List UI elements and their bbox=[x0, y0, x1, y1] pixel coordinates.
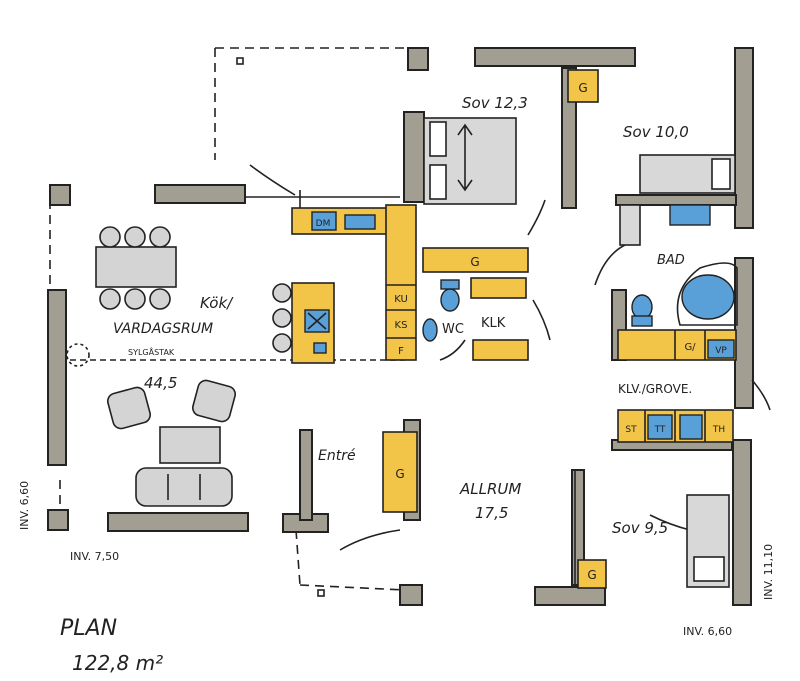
wardrobe-g bbox=[577, 559, 607, 589]
chair bbox=[149, 226, 171, 248]
toilet-tank bbox=[440, 279, 460, 290]
living-furniture bbox=[66, 226, 292, 507]
heat-pump-label: VP bbox=[715, 346, 727, 356]
chair bbox=[124, 288, 146, 310]
room-label-sov1: Sov 12,3 bbox=[462, 94, 528, 112]
room-label-kok: Kök/ bbox=[200, 294, 234, 312]
bar-stool bbox=[272, 283, 292, 303]
room-label-klv: KLV./GROVE. bbox=[618, 382, 692, 396]
post-marker bbox=[236, 57, 244, 65]
beam-label: SYLGÅSTAK bbox=[128, 346, 175, 357]
shower bbox=[619, 204, 641, 246]
wardrobe-label: G bbox=[587, 568, 596, 582]
dishwasher bbox=[311, 211, 337, 231]
room-label-wc: WC bbox=[442, 322, 464, 337]
chair bbox=[124, 226, 146, 248]
closet bbox=[470, 277, 527, 299]
dashed-outlines bbox=[49, 47, 410, 597]
freezer-label: KU bbox=[394, 294, 408, 305]
tt-label: TT bbox=[654, 425, 666, 435]
room-area-vardagsrum: 44,5 bbox=[144, 374, 177, 392]
fireplace-marker bbox=[66, 343, 90, 367]
dim-inv-660-bottom: INV. 6,60 bbox=[683, 625, 732, 638]
sofa bbox=[135, 467, 233, 507]
post-marker bbox=[317, 589, 325, 597]
heat-pump bbox=[707, 339, 735, 359]
room-label-sov2: Sov 10,0 bbox=[623, 123, 689, 141]
room-label-klk: KLK bbox=[481, 316, 506, 331]
kitchen-column bbox=[385, 204, 417, 361]
wardrobe-label: G bbox=[395, 467, 404, 481]
laundry-sink bbox=[679, 414, 703, 440]
plan-title: PLAN 122,8 m² bbox=[60, 616, 163, 675]
door-swings bbox=[70, 164, 771, 585]
wardrobe-g bbox=[382, 431, 418, 513]
wardrobe-g bbox=[422, 247, 529, 273]
dim-inv-660-left: INV. 6,60 bbox=[18, 481, 31, 530]
dim-inv-750: INV. 7,50 bbox=[70, 550, 119, 563]
dim-inv-1110: INV. 11,10 bbox=[762, 544, 775, 600]
coffee-table bbox=[159, 426, 221, 464]
bath-sink bbox=[669, 204, 711, 226]
oven-label: F bbox=[398, 346, 404, 357]
closet bbox=[472, 339, 529, 361]
sink bbox=[313, 342, 327, 354]
st-label: ST bbox=[625, 425, 637, 435]
room-label-entre: Entré bbox=[318, 448, 356, 464]
wc-sink bbox=[422, 318, 438, 342]
room-labels: Sov 12,3 Sov 10,0 BAD Kök/ VARDAGSRUM SY… bbox=[113, 94, 692, 537]
beds bbox=[423, 117, 736, 588]
bar-stool bbox=[272, 333, 292, 353]
bathtub bbox=[681, 274, 735, 320]
chair bbox=[99, 226, 121, 248]
washer bbox=[647, 414, 673, 440]
toilet bbox=[440, 288, 460, 312]
fixtures: G G G G DM KU KS F G/ VP bbox=[291, 69, 737, 589]
wardrobe-label: G bbox=[578, 81, 587, 95]
chair bbox=[149, 288, 171, 310]
wardrobe-label: G bbox=[470, 255, 479, 269]
dryer-label: G/ bbox=[684, 342, 696, 353]
bathroom bbox=[422, 262, 738, 342]
wardrobe-g bbox=[567, 69, 599, 103]
th-label: TH bbox=[712, 425, 725, 435]
room-area-allrum: 17,5 bbox=[475, 504, 508, 522]
dishwasher-label: DM bbox=[316, 219, 331, 229]
room-label-bad: BAD bbox=[657, 253, 685, 268]
fridge-label: KS bbox=[395, 320, 408, 331]
dining-table bbox=[95, 246, 177, 288]
chair bbox=[99, 288, 121, 310]
room-label-sov3: Sov 9,5 bbox=[612, 519, 668, 537]
plan-area: 122,8 m² bbox=[72, 651, 163, 675]
bar-stool bbox=[272, 308, 292, 328]
armchair bbox=[106, 386, 152, 430]
sink bbox=[344, 214, 376, 230]
toilet-tank bbox=[631, 315, 653, 327]
dimensions: INV. 7,50 INV. 6,60 INV. 6,60 INV. 11,10 bbox=[18, 481, 775, 638]
armchair bbox=[191, 379, 237, 423]
room-label-vardagsrum: VARDAGSRUM bbox=[113, 321, 213, 337]
room-label-allrum: ALLRUM bbox=[459, 480, 521, 498]
plan-label: PLAN bbox=[60, 616, 117, 641]
